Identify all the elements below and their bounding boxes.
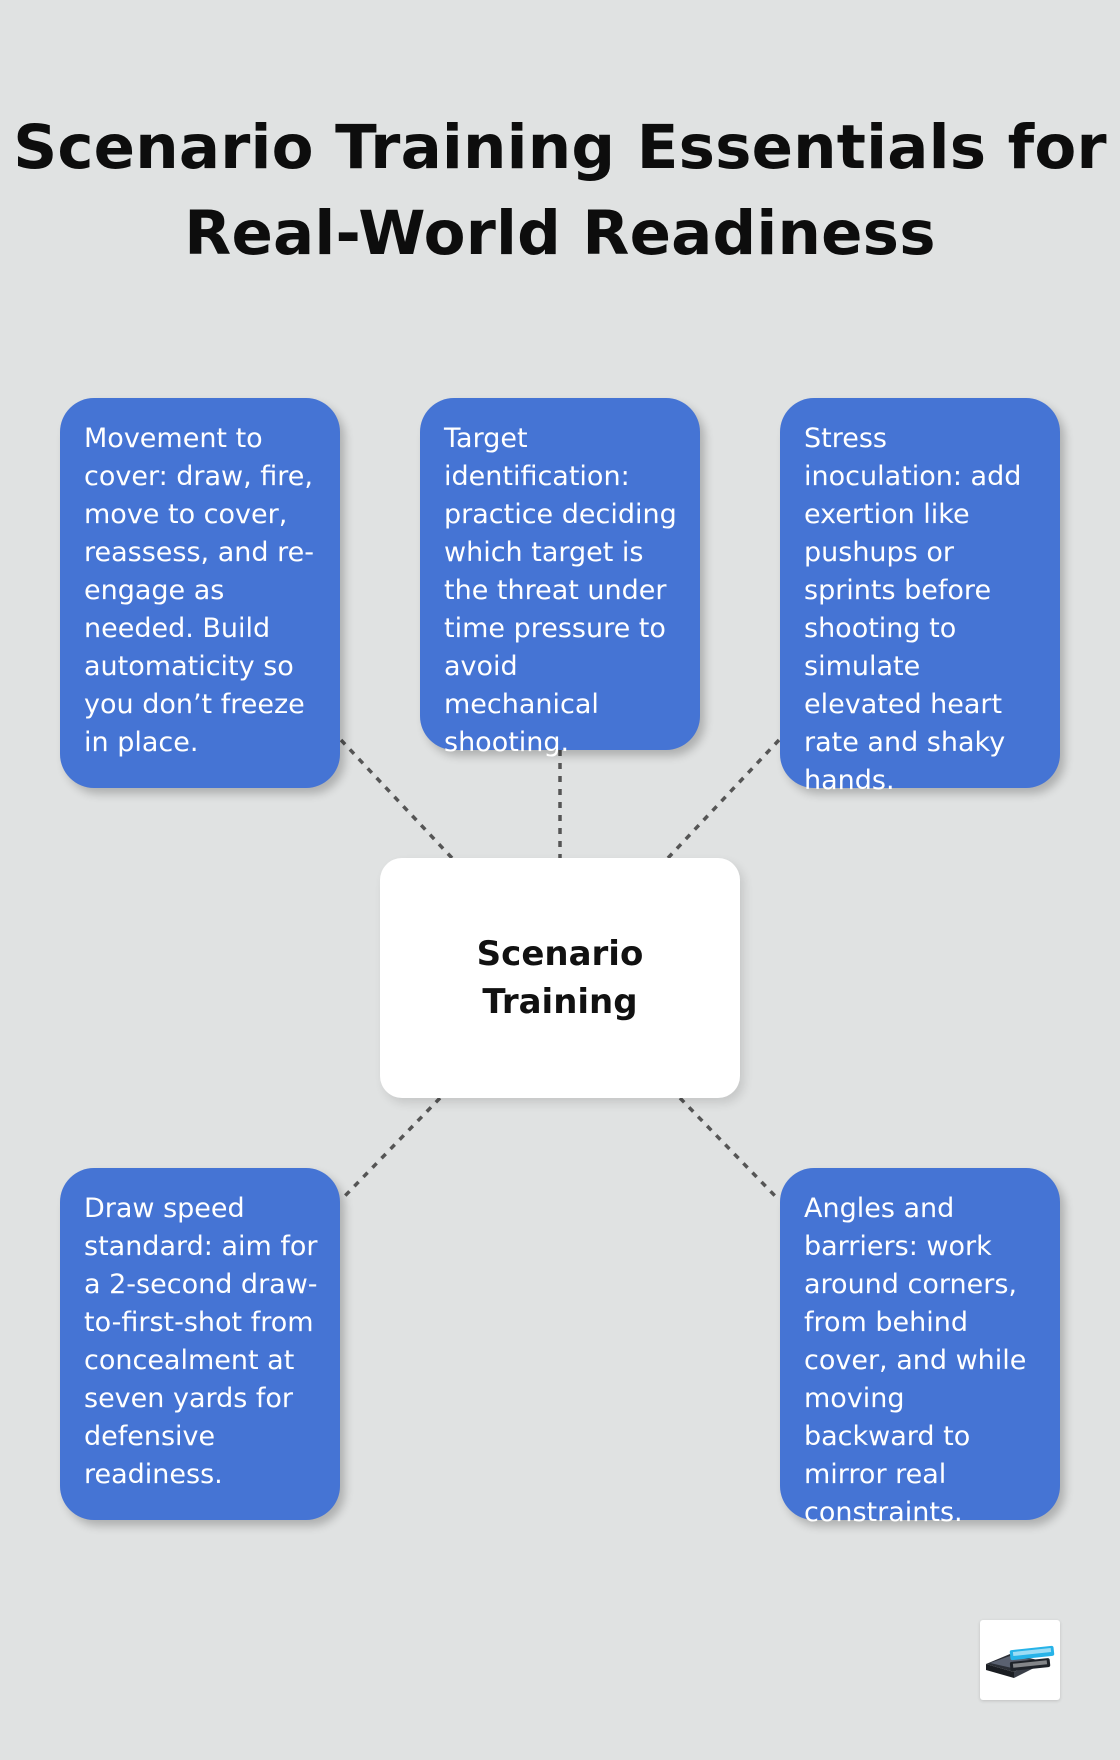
connector-top-left	[339, 738, 454, 860]
card-target-identification: Target identification: practice deciding…	[420, 398, 700, 758]
card-movement-to-cover: Movement to cover: draw, fire, move to c…	[60, 398, 340, 788]
card-stress-inoculation: Stress inoculation: add exertion like pu…	[780, 398, 1060, 796]
connector-bottom-left	[339, 1096, 442, 1202]
center-label-line-2: Training	[482, 982, 638, 1022]
card-angles-and-barriers: Angles and barriers: work around corners…	[780, 1168, 1060, 1528]
center-label-line-1: Scenario	[476, 934, 644, 974]
title-line-1: Scenario Training Essentials for	[13, 112, 1107, 183]
clouded-pillow-logo-icon	[980, 1620, 1060, 1700]
connector-top-right	[666, 738, 781, 860]
center-node: Scenario Training	[380, 858, 740, 1098]
connector-bottom-right	[678, 1096, 781, 1202]
card-draw-speed-standard: Draw speed standard: aim for a 2-second …	[60, 1168, 340, 1520]
title-line-2: Real-World Readiness	[184, 198, 936, 269]
logo-graphic	[986, 1645, 1055, 1678]
page-title: Scenario Training Essentials for Real-Wo…	[0, 105, 1120, 277]
center-node-label: Scenario Training	[450, 930, 670, 1026]
